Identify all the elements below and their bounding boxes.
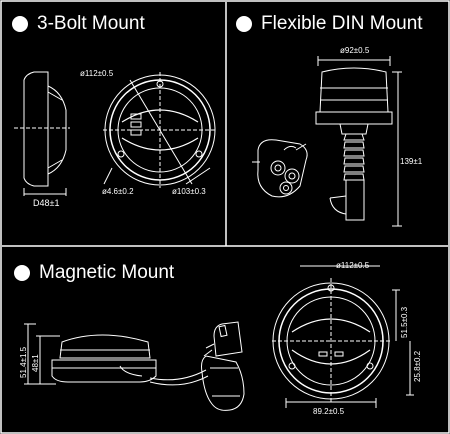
bolt-hole-dia-label: ø4.6±0.2 bbox=[102, 187, 134, 196]
mag-total-height-label: 51.4±1.5 bbox=[19, 346, 28, 378]
bolt-side-view bbox=[14, 71, 70, 196]
mag-base-height-label: 48±1 bbox=[31, 354, 40, 372]
bolt-panel-title: 3-Bolt Mount bbox=[12, 13, 145, 35]
din-height-label: 139±1 bbox=[400, 157, 423, 166]
din-beacon bbox=[315, 56, 402, 227]
magnetic-panel-title: Magnetic Mount bbox=[14, 262, 174, 284]
mag-front-view bbox=[272, 265, 414, 408]
bullet-icon bbox=[14, 265, 30, 281]
din-panel-title: Flexible DIN Mount bbox=[236, 13, 423, 35]
bolt-outer-dia-label: ø112±0.5 bbox=[80, 69, 114, 78]
bullet-icon bbox=[236, 16, 252, 32]
magnetic-title-text: Magnetic Mount bbox=[39, 262, 175, 283]
bolt-depth-label: D48±1 bbox=[33, 198, 59, 208]
din-diameter-label: ø92±0.5 bbox=[340, 46, 370, 55]
mag-cable-plug bbox=[149, 321, 245, 411]
bolt-pcd-label: ø103±0.3 bbox=[172, 187, 206, 196]
din-bracket bbox=[252, 139, 308, 198]
mag-right-height2-label: 25.8±0.2 bbox=[413, 350, 422, 382]
mag-width-label: 89.2±0.5 bbox=[313, 407, 345, 416]
din-title-text: Flexible DIN Mount bbox=[261, 13, 423, 34]
mag-outer-dia-label: ø112±0.5 bbox=[336, 261, 370, 270]
bolt-front-view bbox=[103, 72, 217, 188]
bolt-title-text: 3-Bolt Mount bbox=[37, 13, 145, 34]
bullet-icon bbox=[12, 16, 28, 32]
mag-side-view bbox=[24, 323, 157, 385]
mag-right-height-label: 51.5±0.3 bbox=[400, 306, 409, 338]
